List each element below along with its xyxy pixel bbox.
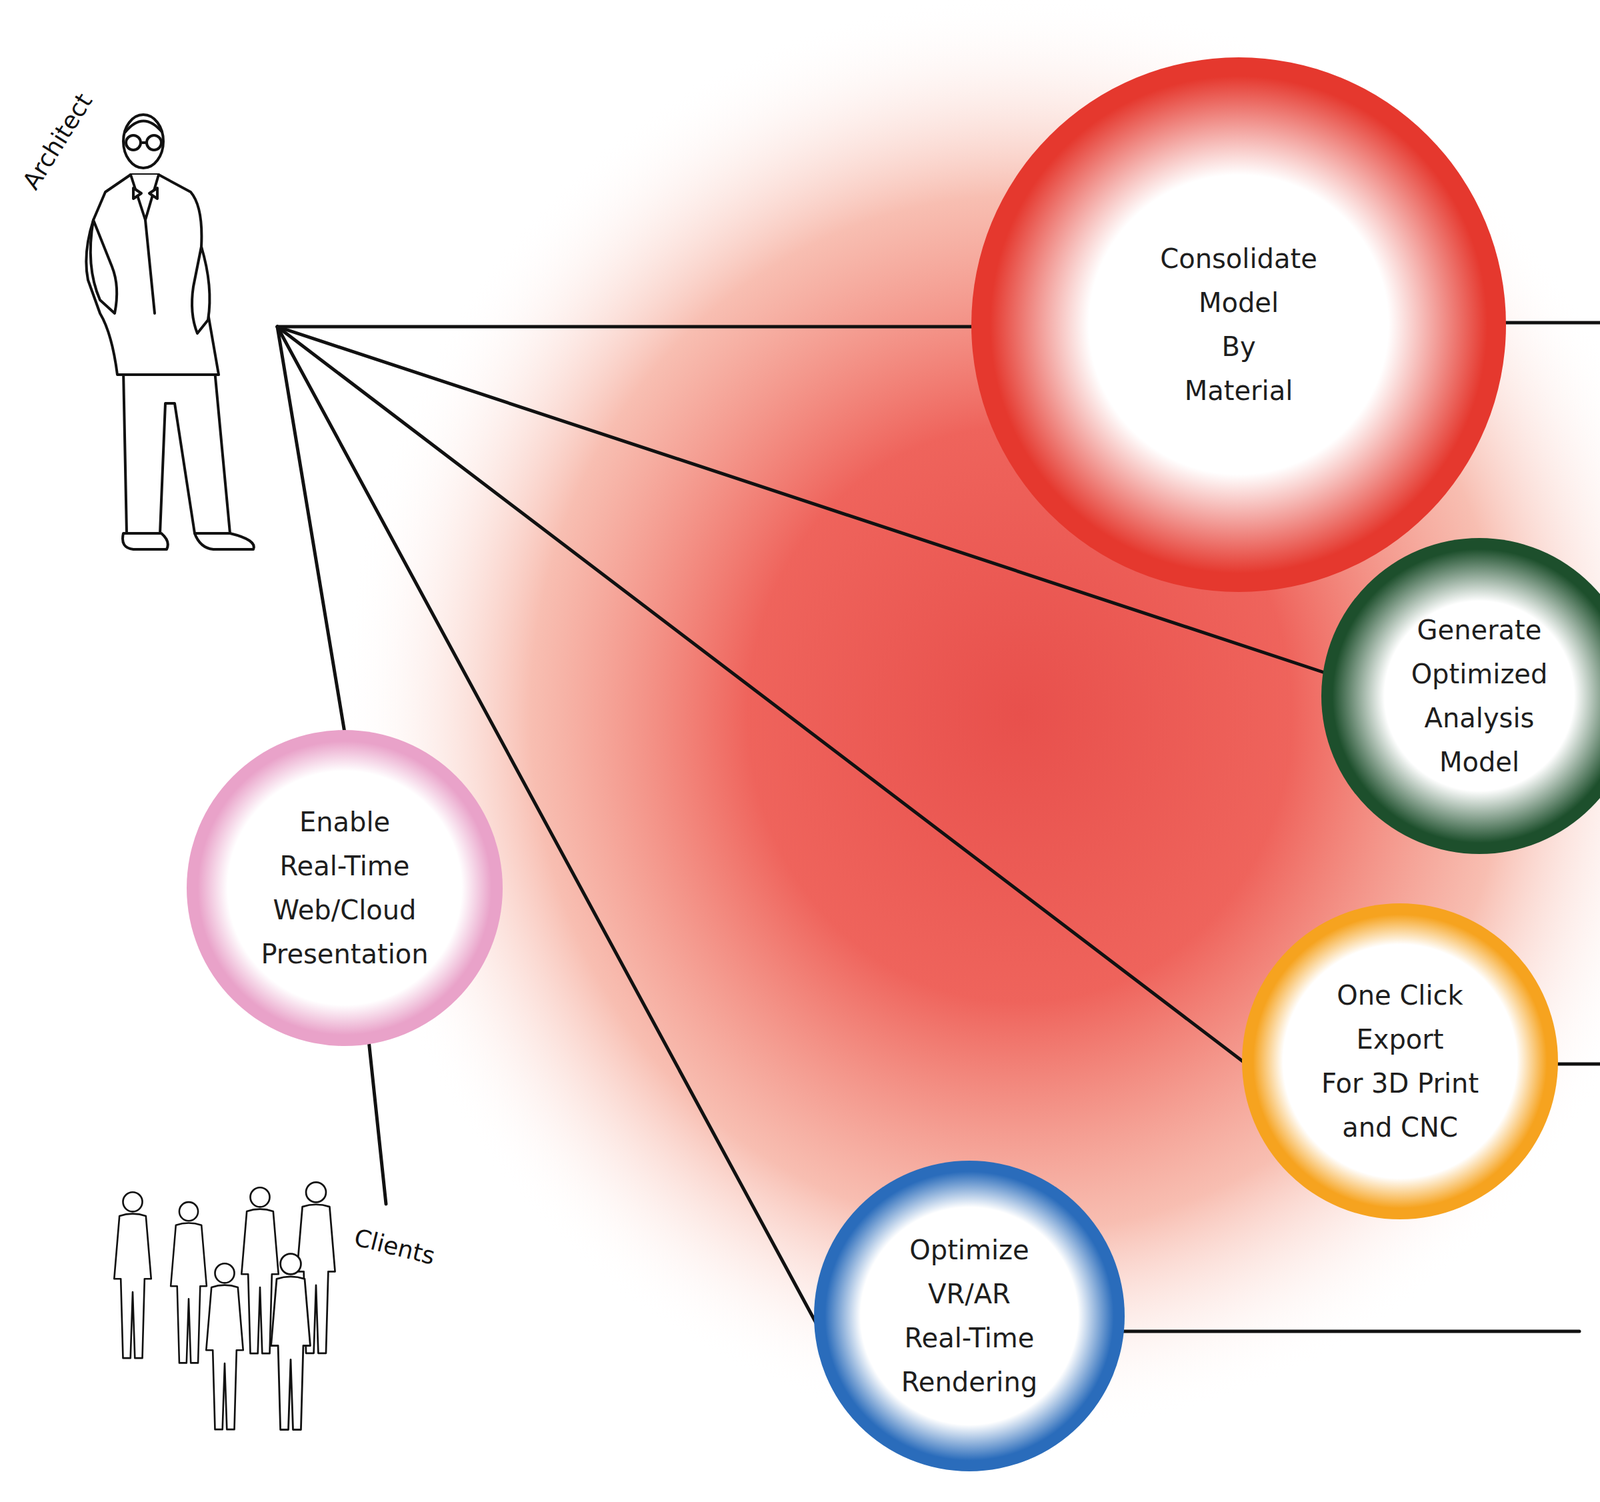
wrap-spacer <box>1522 740 1551 784</box>
process-circle: Optimize VR/AR Real-Time Rendering <box>814 1160 1125 1472</box>
process-circle: One Click Export For 3D Print and CNC <box>1242 903 1558 1220</box>
node-content: Generate Optimized Analysis Model <box>1408 608 1551 784</box>
process-circle: Enable Real-Time Web/Cloud Presentation <box>186 730 503 1046</box>
circle-outline <box>1321 538 1600 854</box>
wrap-spacer <box>1157 324 1219 369</box>
leader-line <box>1500 321 1600 325</box>
architect-figure <box>86 114 254 550</box>
circle-outline <box>814 1160 1125 1472</box>
wrap-spacer <box>1157 280 1196 325</box>
node-content: One Click Export For 3D Print and CNC <box>1318 973 1482 1150</box>
wrap-spacer <box>898 1272 926 1316</box>
node-content: Enable Real-Time Web/Cloud Presentation <box>258 800 432 976</box>
client-figure <box>206 1263 243 1430</box>
node-content: Consolidate Model By Material <box>1157 236 1320 413</box>
node-content: Optimize VR/AR Real-Time Rendering <box>898 1228 1041 1404</box>
wrap-spacer <box>1032 1228 1041 1272</box>
wrap-spacer <box>1318 973 1335 1018</box>
node-text: One Click Export For 3D Print and CNC <box>1318 973 1482 1150</box>
clients-figures <box>114 1182 335 1430</box>
leader-line <box>1120 1330 1580 1334</box>
circle-shape <box>1321 538 1600 854</box>
role-label: Architect <box>17 88 98 195</box>
process-circle: Generate Optimized Analysis Model <box>1321 538 1600 854</box>
process-circle: Consolidate Model By Material <box>971 57 1506 592</box>
wrap-spacer <box>258 800 297 844</box>
wrap-spacer <box>258 888 271 932</box>
leader-line <box>277 325 974 329</box>
client-figure <box>271 1254 311 1430</box>
node-text: Optimize VR/AR Real-Time Rendering <box>898 1228 1041 1404</box>
wrap-spacer <box>258 844 278 888</box>
circle-shape <box>1242 903 1558 1220</box>
wrap-spacer <box>1466 973 1482 1018</box>
wrap-spacer <box>1446 1017 1482 1062</box>
wrap-spacer <box>898 1228 908 1272</box>
wrap-spacer <box>1408 696 1422 740</box>
circle-shape <box>814 1160 1125 1472</box>
wrap-spacer <box>1460 1105 1482 1150</box>
circle-outline <box>971 57 1506 592</box>
wrap-spacer <box>1408 740 1437 784</box>
wrap-spacer <box>1318 1017 1354 1062</box>
wrap-spacer <box>1296 368 1321 413</box>
role-label: Clients <box>351 1223 438 1270</box>
node-text: Consolidate Model By Material <box>1157 236 1320 413</box>
client-figure <box>170 1202 207 1363</box>
client-figure <box>114 1192 151 1358</box>
leader-line <box>1553 1062 1600 1066</box>
circle-shape <box>971 57 1506 592</box>
circle-outline <box>186 730 503 1046</box>
leader-line <box>368 1040 386 1204</box>
wrap-spacer <box>1537 696 1551 740</box>
wrap-spacer <box>1408 608 1415 652</box>
wrap-spacer <box>1037 1316 1041 1360</box>
node-text: Enable Real-Time Web/Cloud Presentation <box>258 800 432 976</box>
wrap-spacer <box>393 800 432 844</box>
circle-shape <box>186 730 503 1046</box>
wrap-spacer <box>412 844 432 888</box>
wrap-spacer <box>1282 280 1321 325</box>
circle-outline <box>1242 903 1558 1220</box>
leader-line <box>277 326 346 737</box>
wrap-spacer <box>1013 1272 1041 1316</box>
wrap-spacer <box>1318 1105 1340 1150</box>
wrap-spacer <box>419 888 432 932</box>
wrap-spacer <box>1544 608 1551 652</box>
wrap-spacer <box>1258 324 1320 369</box>
wrap-spacer <box>898 1316 902 1360</box>
node-text: Generate Optimized Analysis Model <box>1408 608 1551 784</box>
wrap-spacer <box>1157 368 1182 413</box>
